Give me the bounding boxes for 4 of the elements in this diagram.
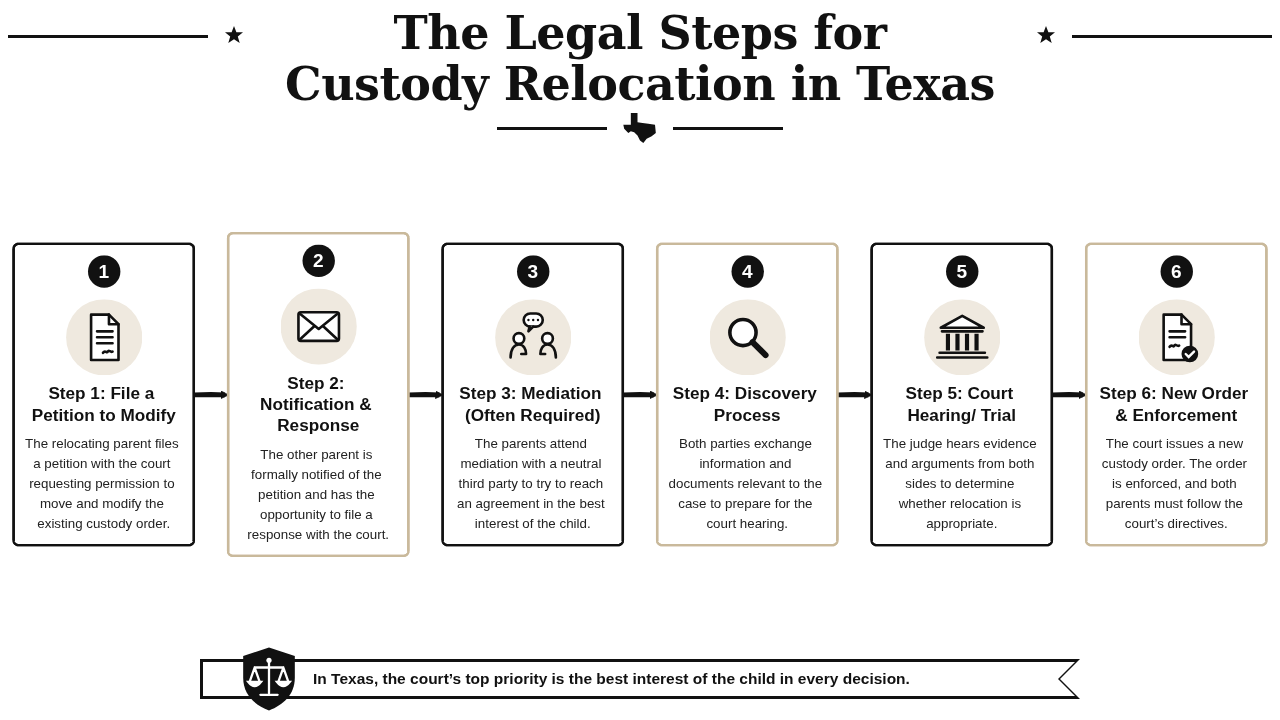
arrow (194, 390, 229, 400)
arrow (623, 390, 658, 400)
caption-text: In Texas, the court’s top priority is the best interest of the child in every decision. (313, 670, 910, 688)
diagram-title: The Legal Steps for Custody Relocation in Texas (284, 8, 996, 110)
